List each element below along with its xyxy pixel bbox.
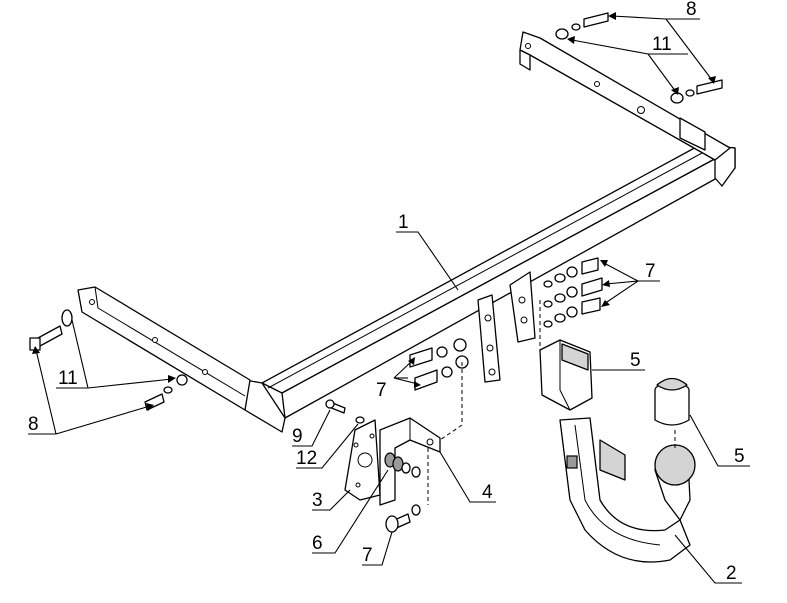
label-holder-block: 5 <box>630 350 641 371</box>
holder-block <box>539 339 593 411</box>
ball-neck <box>559 417 696 563</box>
mounting-plates <box>477 271 536 383</box>
label-screw-washer: 12 <box>296 448 317 469</box>
label-screw: 9 <box>292 426 303 447</box>
label-washers-top: 11 <box>652 34 672 55</box>
label-ball: 2 <box>726 563 737 584</box>
label-bolts-right: 7 <box>645 261 656 282</box>
rubber-seal <box>384 452 421 478</box>
assembly-guides <box>427 300 676 505</box>
bolt-row-left <box>409 338 469 391</box>
leader-lines <box>28 12 750 584</box>
label-bolts-left: 7 <box>376 380 387 401</box>
label-crossbar: 1 <box>398 212 409 233</box>
ball-cover <box>654 377 690 426</box>
socket-bracket <box>379 417 441 506</box>
socket-plate <box>344 419 381 501</box>
label-bolt-bottom: 7 <box>362 545 373 566</box>
label-washers-side: 11 <box>58 368 78 389</box>
side-arm-left <box>77 286 251 411</box>
label-ball-cover: 5 <box>734 446 745 467</box>
label-rubber-seal: 6 <box>312 533 323 554</box>
label-bolts-side: 8 <box>28 414 39 435</box>
bolt-row-right <box>543 257 603 328</box>
label-socket-plate: 3 <box>312 490 323 511</box>
bolts-and-washers <box>29 12 723 533</box>
label-bolts-top: 8 <box>686 0 697 20</box>
side-arm-right <box>519 31 731 161</box>
label-socket-bracket: 4 <box>482 482 493 503</box>
callout-labels: 8 11 1 7 5 7 11 8 9 12 4 3 5 6 7 2 <box>28 0 745 584</box>
